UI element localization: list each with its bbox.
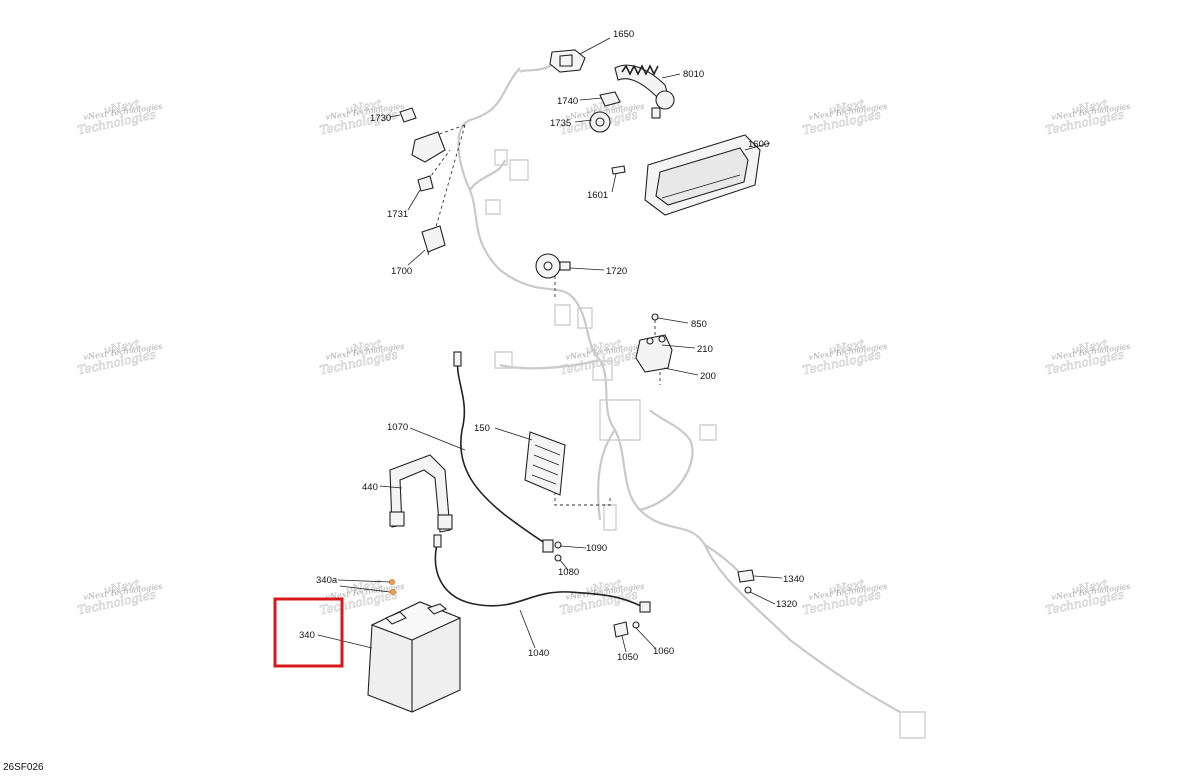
part-1340-connector xyxy=(737,569,755,583)
part-1740-connector xyxy=(599,91,621,107)
part-1320-clip xyxy=(744,586,752,594)
callout-150: 150 xyxy=(474,423,490,434)
part-1601-screw xyxy=(611,165,626,175)
leader-lines xyxy=(317,37,783,653)
callout-440: 440 xyxy=(362,482,378,493)
part-1720-horn xyxy=(535,253,571,279)
callout-1090: 1090 xyxy=(586,543,607,554)
part-1600-display-gauge xyxy=(644,134,761,216)
callout-8010: 8010 xyxy=(683,69,704,80)
callout-1650: 1650 xyxy=(613,29,634,40)
callout-1740: 1740 xyxy=(557,96,578,107)
wiring-harness xyxy=(457,59,926,739)
part-1090-nut xyxy=(554,541,562,549)
callout-850: 850 xyxy=(691,319,707,330)
callout-1735: 1735 xyxy=(550,118,571,129)
callout-1600: 1600 xyxy=(748,139,769,150)
part-1080-bolt xyxy=(554,554,562,562)
diagram-code: 26SF026 xyxy=(3,762,44,773)
callout-1050: 1050 xyxy=(617,652,638,663)
part-1060-nut xyxy=(632,621,640,629)
part-150-voltage-regulator xyxy=(524,431,566,496)
callout-1601: 1601 xyxy=(587,190,608,201)
part-1730-connector xyxy=(399,107,446,163)
part-1050-bolt xyxy=(613,621,629,638)
part-1700-connector xyxy=(421,225,446,253)
callout-1730: 1730 xyxy=(370,113,391,124)
callout-1340: 1340 xyxy=(783,574,804,585)
part-440-battery-strap xyxy=(389,454,453,533)
part-1070-cable xyxy=(453,351,554,553)
part-1731-connector xyxy=(417,175,434,192)
highlight-box-340[interactable] xyxy=(273,597,344,668)
callout-1040: 1040 xyxy=(528,648,549,659)
callout-1320: 1320 xyxy=(776,599,797,610)
callout-210: 210 xyxy=(697,344,713,355)
callout-1720: 1720 xyxy=(606,266,627,277)
part-850-screw xyxy=(651,313,659,321)
callout-1080: 1080 xyxy=(558,567,579,578)
part-1650-sensor xyxy=(549,49,586,73)
callout-1070: 1070 xyxy=(387,422,408,433)
callout-340a: 340a xyxy=(316,575,338,586)
part-1040-cable xyxy=(433,534,651,613)
part-8010-switch-cable xyxy=(614,64,675,119)
part-1735-switch xyxy=(589,111,611,133)
part-200-starter-solenoid xyxy=(635,334,673,373)
part-340-battery xyxy=(367,601,462,713)
callout-340: 340 xyxy=(299,630,315,641)
callout-1060: 1060 xyxy=(653,646,674,657)
callout-200: 200 xyxy=(700,371,716,382)
callout-1731: 1731 xyxy=(387,209,408,220)
callout-1700: 1700 xyxy=(391,266,412,277)
callout-labels: 1650 8010 1740 1735 1600 1601 1730 1731 … xyxy=(299,29,804,663)
